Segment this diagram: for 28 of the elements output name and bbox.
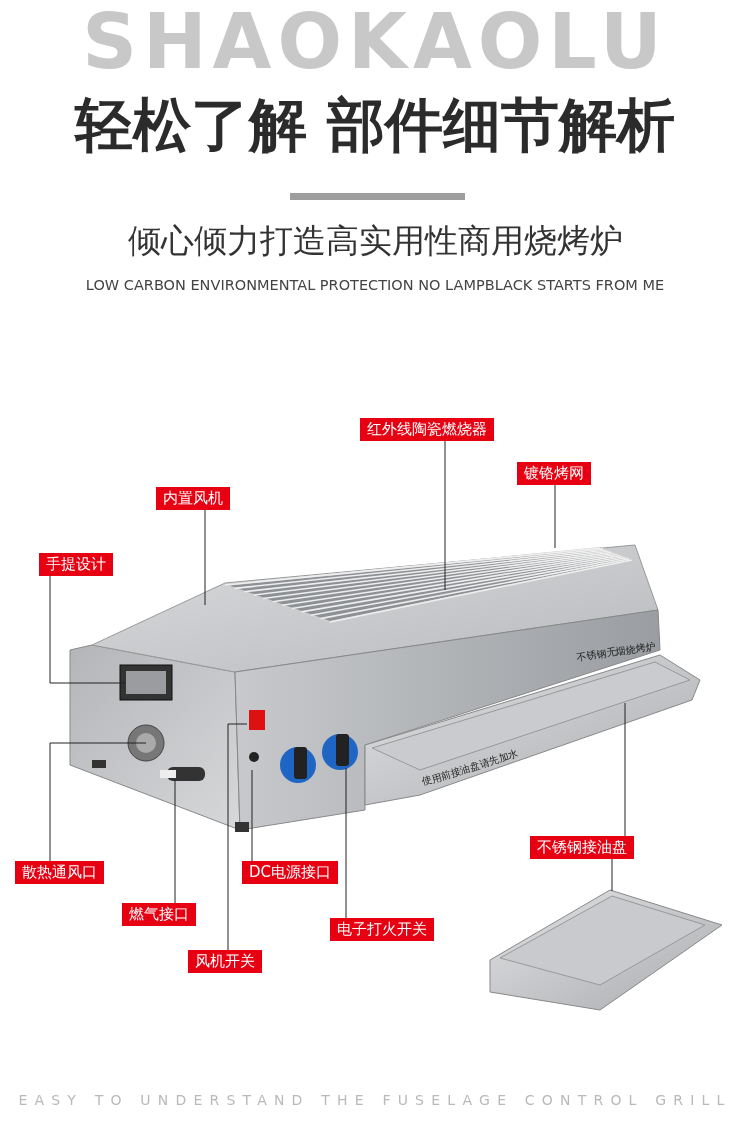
callout-label: 红外线陶瓷燃烧器 — [360, 418, 494, 441]
leader-line — [554, 484, 556, 549]
subtitle: 倾心倾力打造高实用性商用烧烤炉 — [126, 222, 624, 260]
callout-label: 手提设计 — [39, 553, 113, 576]
tray-drawing — [489, 889, 723, 1011]
tagline: LOW CARBON ENVIRONMENTAL PROTECTION NO LAMPBLACK STARTS FROM ME — [84, 277, 666, 294]
leader-line — [345, 767, 347, 919]
leader-line — [204, 509, 206, 606]
callout-label: 燃气接口 — [122, 903, 196, 926]
leader-line — [251, 769, 253, 862]
callout-label: 散热通风口 — [15, 861, 104, 884]
callout-label: 镀铬烤网 — [517, 462, 591, 485]
leader-line — [49, 742, 147, 862]
title: 轻松了解 部件细节解析 — [73, 92, 677, 159]
callout-label: 内置风机 — [156, 487, 230, 510]
leader-line — [174, 779, 176, 904]
callout-label: DC电源接口 — [242, 861, 339, 884]
leader-line — [227, 723, 248, 951]
callout-label: 电子打火开关 — [330, 918, 434, 941]
callout-label: 不锈钢接油盘 — [530, 836, 634, 859]
leader-line — [611, 858, 613, 892]
leader-line — [444, 440, 446, 591]
product-text: 使用前接油盘请先加水 — [419, 746, 521, 790]
product-text: 不锈钢无烟烧烤炉 — [574, 639, 658, 665]
leader-line — [49, 575, 126, 684]
footer-text: EASY TO UNDERSTAND THE FUSELAGE CONTROL GRILL — [17, 1092, 733, 1109]
leader-line — [624, 702, 626, 837]
callout-label: 风机开关 — [188, 950, 262, 973]
